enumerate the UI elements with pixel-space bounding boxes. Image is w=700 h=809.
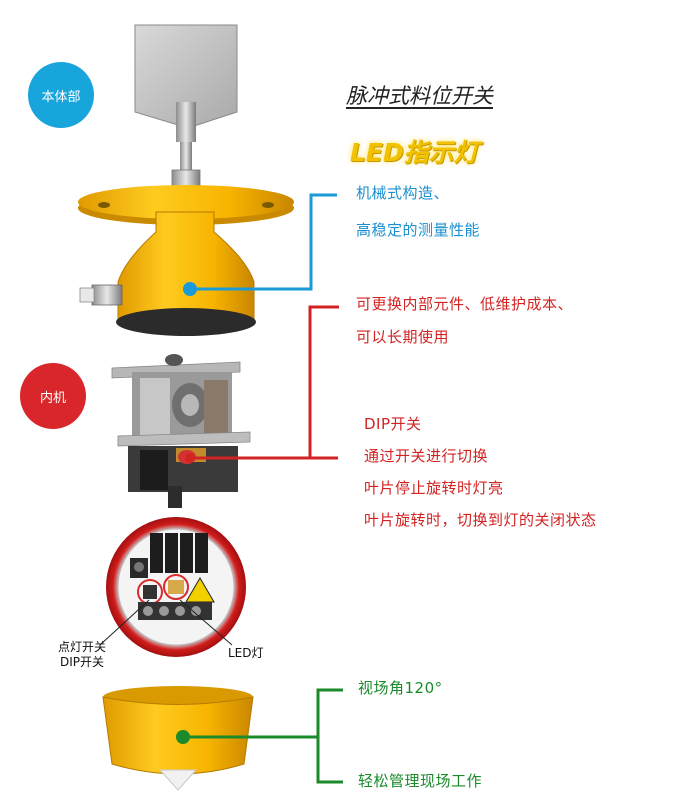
- red-callout-line: [185, 305, 339, 463]
- body-part-badge: 本体部: [28, 62, 94, 128]
- body-note-line-2: 高稳定的测量性能: [356, 221, 481, 239]
- shaft: [171, 102, 201, 195]
- dip-switch-label: 点灯开关 DIP开关: [42, 640, 122, 670]
- dip-note-line-1: DIP开关: [364, 415, 422, 433]
- dip-note-line-3: 叶片停止旋转时灯亮: [364, 479, 504, 497]
- green-callout-line: [176, 688, 343, 784]
- paddle-blade: [134, 24, 238, 129]
- blue-callout-line: [183, 193, 337, 296]
- dip-note-line-4: 叶片旋转时，切换到灯的关闭状态: [364, 511, 597, 529]
- cover-note-line-2: 轻松管理现场工作: [358, 772, 483, 790]
- yellow-housing: [78, 185, 294, 336]
- dip-switch-label-line-1: 点灯开关: [57, 640, 106, 654]
- closeup-leader-lines: [99, 599, 233, 646]
- body-note-line-1: 机械式构造、: [356, 184, 450, 202]
- inner-note-line-1: 可更换内部元件、低维护成本、: [356, 295, 574, 313]
- cover-note-line-1: 视场角120°: [358, 679, 443, 697]
- dip-note-line-2: 通过开关进行切换: [364, 447, 489, 465]
- dip-switch-label-line-2: DIP开关: [59, 655, 105, 669]
- inner-unit-badge: 内机: [20, 363, 86, 429]
- led-indicator-title: LED指示灯: [350, 138, 479, 167]
- inner-mechanism: [111, 354, 251, 508]
- inner-note-line-2: 可以长期使用: [356, 328, 450, 346]
- dip-closeup: [106, 517, 246, 657]
- product-title: 脉冲式料位开关: [346, 84, 493, 108]
- led-lamp-label: LED灯: [228, 646, 264, 660]
